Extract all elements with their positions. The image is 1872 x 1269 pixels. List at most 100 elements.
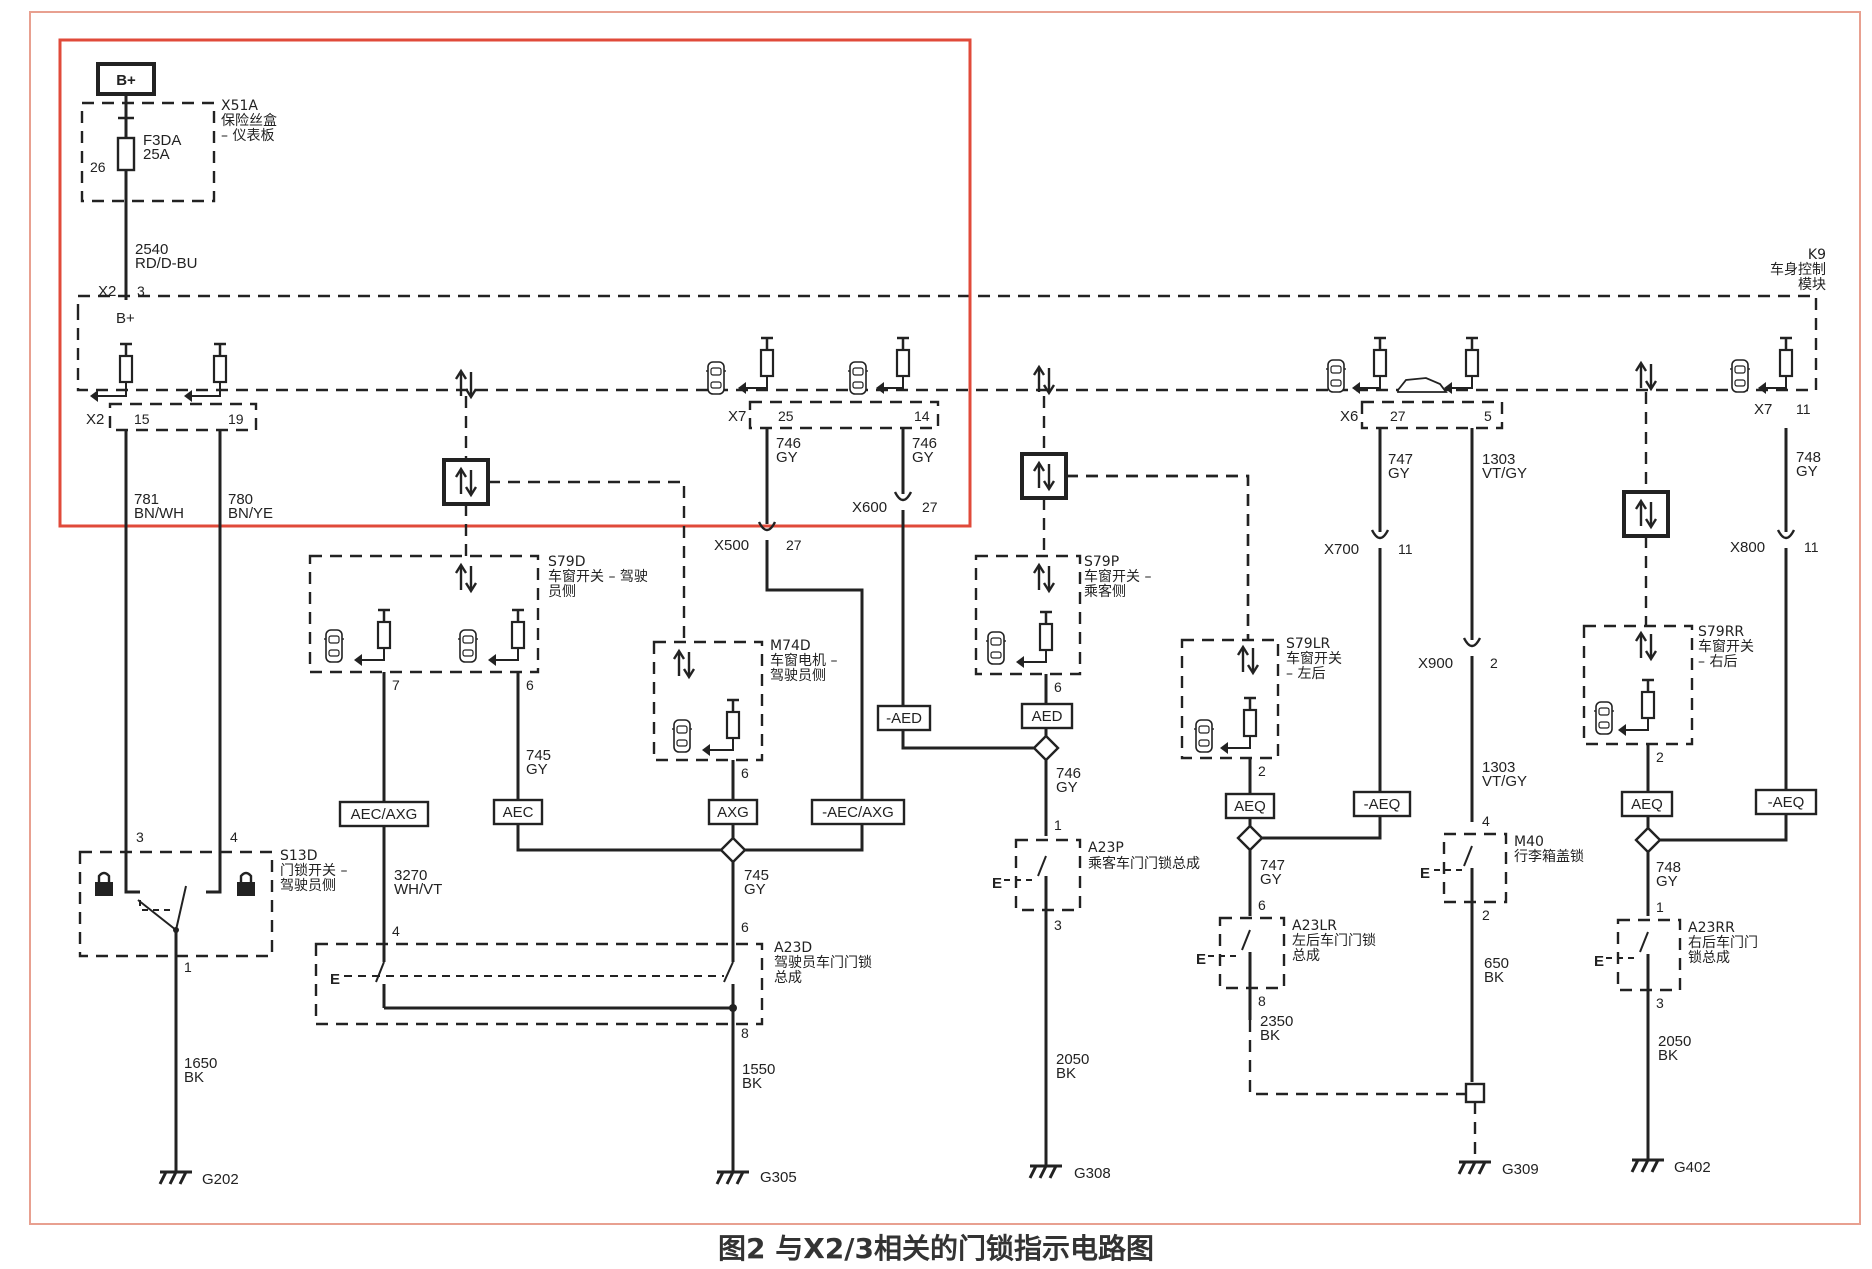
neg-aeq-2-box <box>1754 788 1818 816</box>
page-border <box>29 11 1861 1225</box>
wire-748b-color: GY <box>1656 873 1678 890</box>
m40-ref: M40 <box>1514 834 1544 850</box>
bcm-bplus-label: B+ <box>116 310 135 327</box>
wire-3270-color: WH/VT <box>394 881 442 898</box>
svg-text:E: E <box>1420 865 1430 882</box>
wire-746b-color: GY <box>912 449 934 466</box>
driver-splice <box>719 836 747 864</box>
wire-747b-num: 747 <box>1260 857 1285 874</box>
wire-1650-color: BK <box>184 1069 204 1086</box>
fuse-pin: 26 <box>90 159 106 175</box>
ground-g305-label: G305 <box>760 1169 797 1186</box>
wire-746a-num: 746 <box>776 435 801 452</box>
neg-aeq-1-label: -AEQ <box>1364 796 1401 813</box>
passenger-splice <box>1032 734 1060 762</box>
wire-745b-color: GY <box>744 881 766 898</box>
s13d-name-2: 驾驶员侧 <box>280 878 336 894</box>
wire-2350-color: BK <box>1260 1027 1280 1044</box>
x600-pin: 27 <box>922 499 938 515</box>
aec-axg-label: AEC/AXG <box>351 806 418 823</box>
wire-2540-color: RD/D-BU <box>135 255 198 272</box>
trunk-car-icon <box>1397 377 1448 393</box>
x2-top-pin: 3 <box>137 283 145 299</box>
wire-745-color: GY <box>526 761 548 778</box>
s79p-pin: 6 <box>1054 679 1062 695</box>
wire-748-color: GY <box>1796 463 1818 480</box>
wire-3270-num: 3270 <box>394 867 427 884</box>
ground-splice-box <box>1464 1082 1486 1104</box>
a23p-name-1: 乘客车门门锁总成 <box>1088 855 1200 872</box>
s79lr-name-2: – 左后 <box>1286 666 1325 682</box>
wire-780-color: BN/YE <box>228 505 273 522</box>
left-rear-splice <box>1236 824 1264 852</box>
s79d-ref: S79D <box>548 554 585 570</box>
x500-connector: X500 <box>714 537 749 554</box>
ground-g308-label: G308 <box>1074 1165 1111 1182</box>
x700-connector: X700 <box>1324 541 1359 558</box>
x7-connector: X7 <box>728 408 746 425</box>
a23d-name-2: 总成 <box>774 970 802 986</box>
ground-g202-label: G202 <box>202 1171 239 1188</box>
wire-1550-color: BK <box>742 1075 762 1092</box>
fuse-box-ref: X51A <box>221 98 258 114</box>
wire-781-color: BN/WH <box>134 505 184 522</box>
a23p-ref: A23P <box>1088 840 1124 856</box>
s79rr-ref: S79RR <box>1698 624 1744 640</box>
x2-bottom-connector: X2 <box>86 411 104 428</box>
x2-top-connector: X2 <box>98 283 116 300</box>
neg-aed-box <box>876 704 932 732</box>
m40-pin-2: 2 <box>1482 907 1490 923</box>
s13d-name-1: 门锁开关 – <box>280 863 347 879</box>
wire-746c-num: 746 <box>1056 765 1081 782</box>
s13d-pin-4: 4 <box>230 829 238 845</box>
a23d-pin-8: 8 <box>741 1025 749 1041</box>
s79lr-ref: S79LR <box>1286 636 1331 652</box>
ground-g402-icon <box>1630 1158 1666 1174</box>
fuse-symbol <box>116 136 136 172</box>
s13d-ref: S13D <box>280 848 317 864</box>
svg-text:E: E <box>1196 951 1206 968</box>
x7b-connector: X7 <box>1754 401 1772 418</box>
bcm-name-2: 模块 <box>1798 277 1826 293</box>
wire-747-color: GY <box>1388 465 1410 482</box>
fuse-name: F3DA <box>143 132 181 149</box>
wire-650-color: BK <box>1484 969 1504 986</box>
s79d-pin-7: 7 <box>392 677 400 693</box>
wire-747b-color: GY <box>1260 871 1282 888</box>
wire-650-num: 650 <box>1484 955 1509 972</box>
wire-1303-color: VT/GY <box>1482 465 1527 482</box>
m74d-pin: 6 <box>741 765 749 781</box>
wire-780-num: 780 <box>228 491 253 508</box>
wire-1303-num: 1303 <box>1482 451 1515 468</box>
axg-label: AXG <box>717 804 749 821</box>
x800-connector: X800 <box>1730 539 1765 556</box>
ground-g309-icon <box>1457 1160 1493 1176</box>
aed-label: AED <box>1032 708 1063 725</box>
a23p-pin-3: 3 <box>1054 917 1062 933</box>
a23rr-name-2: 锁总成 <box>1688 950 1730 966</box>
a23lr-ref: A23LR <box>1292 918 1337 934</box>
fuse-rating: 25A <box>143 146 170 163</box>
x900-connector: X900 <box>1418 655 1453 672</box>
x800-pin: 11 <box>1804 539 1819 555</box>
neg-aec-axg-label: -AEC/AXG <box>822 804 894 821</box>
s13d-pin-3: 3 <box>136 829 144 845</box>
x6-connector: X6 <box>1340 408 1358 425</box>
svg-text:E: E <box>1594 953 1604 970</box>
a23lr-name-1: 左后车门门锁 <box>1292 932 1376 949</box>
neg-aec-axg-box <box>810 798 906 826</box>
m74d-name-1: 车窗电机 – <box>770 652 837 669</box>
ground-g305-icon <box>715 1170 751 1186</box>
ground-g309-label: G309 <box>1502 1161 1539 1178</box>
aec-label: AEC <box>503 804 534 821</box>
a23d-pin-6: 6 <box>741 919 749 935</box>
x700-pin: 11 <box>1398 541 1413 557</box>
wire-1550-num: 1550 <box>742 1061 775 1078</box>
bcm-name-1: 车身控制 <box>1770 261 1826 278</box>
m40-name-1: 行李箱盖锁 <box>1514 849 1584 865</box>
wire-2350-num: 2350 <box>1260 1013 1293 1030</box>
fuse-box-name-2: – 仪表板 <box>221 128 274 144</box>
figure-caption: 图2 与X2/3相关的门锁指示电路图 <box>718 1232 1154 1265</box>
bcm-ref: K9 <box>1808 247 1826 263</box>
a23lr-name-2: 总成 <box>1292 948 1320 964</box>
